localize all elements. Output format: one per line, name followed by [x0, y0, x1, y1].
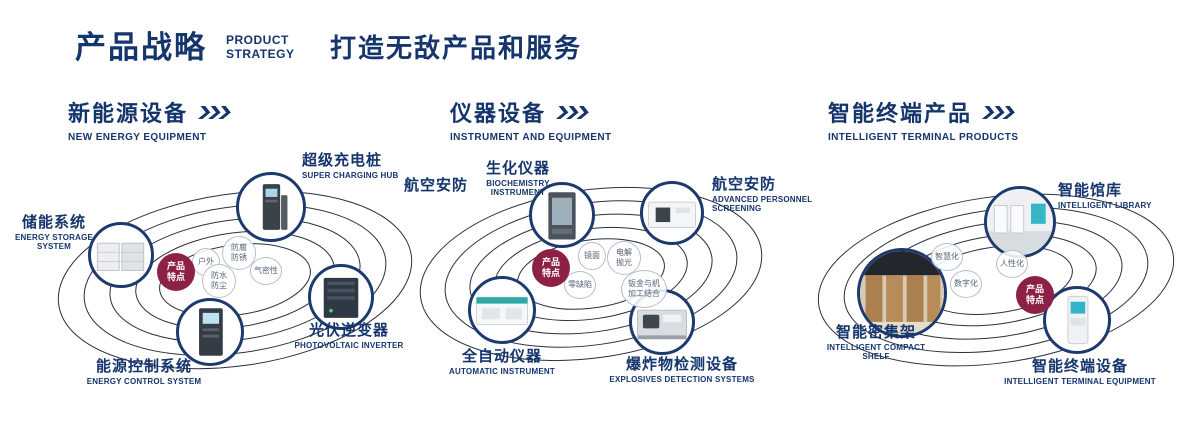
product-label-energy-control: 能源控制系统 ENERGY CONTROL SYSTEM: [78, 358, 210, 386]
product-label-biochemistry: 生化仪器 BIOCHEMISTRY INSTRUMENT: [462, 160, 574, 198]
product-photo-intelligent-terminal: [1043, 286, 1111, 354]
product-name-en: BIOCHEMISTRY INSTRUMENT: [486, 179, 550, 198]
product-name-zh: 超级充电桩: [302, 152, 383, 169]
product-label-super-charging-hub: 超级充电桩 SUPER CHARGING HUB: [302, 152, 422, 180]
product-photo-intelligent-library: [984, 186, 1056, 258]
product-label-energy-storage: 储能系统 ENERGY STORAGE SYSTEM: [6, 214, 102, 252]
feature-tag: 气密性: [250, 257, 282, 285]
product-label-intelligent-compact-shelf: 智能密集架 INTELLIGENT COMPACT SHELF: [822, 324, 930, 362]
product-name-en: PHOTOVOLTAIC INVERTER: [294, 341, 404, 351]
intelligent-compact-shelf-image: [860, 251, 944, 335]
product-features-badge: 产品特点: [532, 249, 570, 287]
badge-label: 产品特点: [166, 260, 185, 282]
explosives-detection-image: [637, 309, 687, 340]
product-name-zh: 智能密集架: [835, 324, 916, 341]
feature-tag: 零缺陷: [564, 271, 596, 299]
tagline: 打造无敌产品和服务: [330, 33, 583, 63]
intelligent-terminal-image: [1067, 295, 1089, 345]
product-name-en: SUPER CHARGING HUB: [302, 171, 399, 181]
product-name-en: ENERGY STORAGE SYSTEM: [14, 233, 94, 252]
product-name-zh: 爆炸物检测设备: [625, 356, 738, 373]
section-subtitle: INTELLIGENT TERMINAL PRODUCTS: [828, 132, 1019, 143]
section-subtitle: INSTRUMENT AND EQUIPMENT: [450, 132, 612, 143]
product-name-zh: 智能终端设备: [1031, 358, 1128, 375]
product-name-zh: 储能系统: [21, 214, 86, 231]
section-header-new-energy: 新能源设备 NEW ENERGY EQUIPMENT: [68, 96, 232, 143]
intelligent-library-image: [987, 189, 1053, 255]
product-photo-energy-storage: [88, 222, 154, 288]
product-photo-automatic-instrument: [468, 276, 536, 344]
product-name-en: ENERGY CONTROL SYSTEM: [86, 377, 202, 387]
page-title-en-line1: PRODUCT: [226, 33, 289, 47]
product-features-badge: 产品特点: [157, 253, 195, 291]
product-name-en: AUTOMATIC INSTRUMENT: [449, 367, 555, 377]
energy-control-image: [199, 308, 223, 356]
feature-tag: 钣金与机加工结合: [621, 270, 667, 308]
feature-tag: 电解抛光: [607, 241, 641, 275]
product-label-explosives-detection: 爆炸物检测设备 EXPLOSIVES DETECTION SYSTEMS: [598, 356, 766, 384]
badge-label: 产品特点: [541, 256, 560, 278]
super-charging-hub-image: [262, 184, 288, 230]
feature-tag: 数字化: [950, 270, 982, 298]
product-name-zh: 生化仪器: [485, 160, 550, 177]
badge-label: 产品特点: [1025, 283, 1044, 305]
automatic-instrument-image: [476, 296, 528, 326]
feature-tag: 人性化: [996, 250, 1028, 278]
section-title: 新能源设备: [68, 101, 189, 126]
photovoltaic-inverter-image: [323, 277, 359, 318]
section-header-instruments: 仪器设备 INSTRUMENT AND EQUIPMENT: [450, 96, 611, 143]
triple-chevron-icon: [555, 105, 589, 119]
product-label-intelligent-terminal: 智能终端设备 INTELLIGENT TERMINAL EQUIPMENT: [998, 358, 1162, 386]
section-title: 仪器设备: [450, 101, 547, 126]
product-name-zh: 智能馆库: [1058, 182, 1123, 199]
feature-tag: 镜面: [578, 242, 606, 270]
product-photo-energy-control: [176, 298, 244, 366]
product-name-zh: 能源控制系统: [95, 358, 192, 375]
product-photo-photovoltaic-inverter: [308, 264, 374, 330]
product-name-zh: 航空安防: [712, 176, 777, 193]
product-features-badge: 产品特点: [1016, 276, 1054, 314]
feature-tag: 防水防尘: [202, 264, 236, 298]
page-title-en-line2: STRATEGY: [226, 47, 295, 62]
product-name-zh: 全自动仪器: [461, 348, 542, 365]
product-photo-personnel-screening: [640, 181, 704, 245]
section-header-intelligent-terminal: 智能终端产品 INTELLIGENT TERMINAL PRODUCTS: [828, 96, 1018, 143]
product-label-photovoltaic-inverter: 光伏逆变器 PHOTOVOLTAIC INVERTER: [286, 322, 412, 350]
triple-chevron-icon: [197, 105, 231, 119]
product-name-en: ADVANCED PERSONNEL SCREENING: [712, 195, 813, 214]
personnel-screening-image: [647, 201, 697, 228]
product-name-zh: 光伏逆变器: [308, 322, 389, 339]
product-photo-intelligent-compact-shelf: [857, 248, 947, 338]
biochemistry-instrument-image: [548, 192, 576, 240]
product-name-en: INTELLIGENT LIBRARY: [1058, 201, 1152, 211]
triple-chevron-icon: [981, 105, 1015, 119]
product-name-en: INTELLIGENT COMPACT SHELF: [826, 343, 926, 362]
section-title: 智能终端产品: [828, 101, 973, 126]
section-subtitle: NEW ENERGY EQUIPMENT: [68, 132, 207, 143]
product-photo-biochemistry: [529, 182, 595, 248]
energy-storage-image: [96, 242, 145, 271]
product-label-intelligent-library: 智能馆库 INTELLIGENT LIBRARY: [1058, 182, 1168, 210]
label-aviation-security: 航空安防: [404, 177, 469, 194]
product-name-en: EXPLOSIVES DETECTION SYSTEMS: [609, 375, 755, 385]
page-title-en: PRODUCT STRATEGY: [226, 33, 294, 62]
feature-tag: 智慧化: [931, 243, 963, 271]
feature-tag: 防腐防锈: [222, 236, 256, 270]
product-label-automatic-instrument: 全自动仪器 AUTOMATIC INSTRUMENT: [432, 348, 572, 376]
product-photo-super-charging-hub: [236, 172, 306, 242]
product-label-personnel-screening: 航空安防 ADVANCED PERSONNEL SCREENING: [712, 176, 822, 214]
page-title: 产品战略: [75, 30, 207, 65]
product-name-en: INTELLIGENT TERMINAL EQUIPMENT: [1004, 377, 1156, 387]
